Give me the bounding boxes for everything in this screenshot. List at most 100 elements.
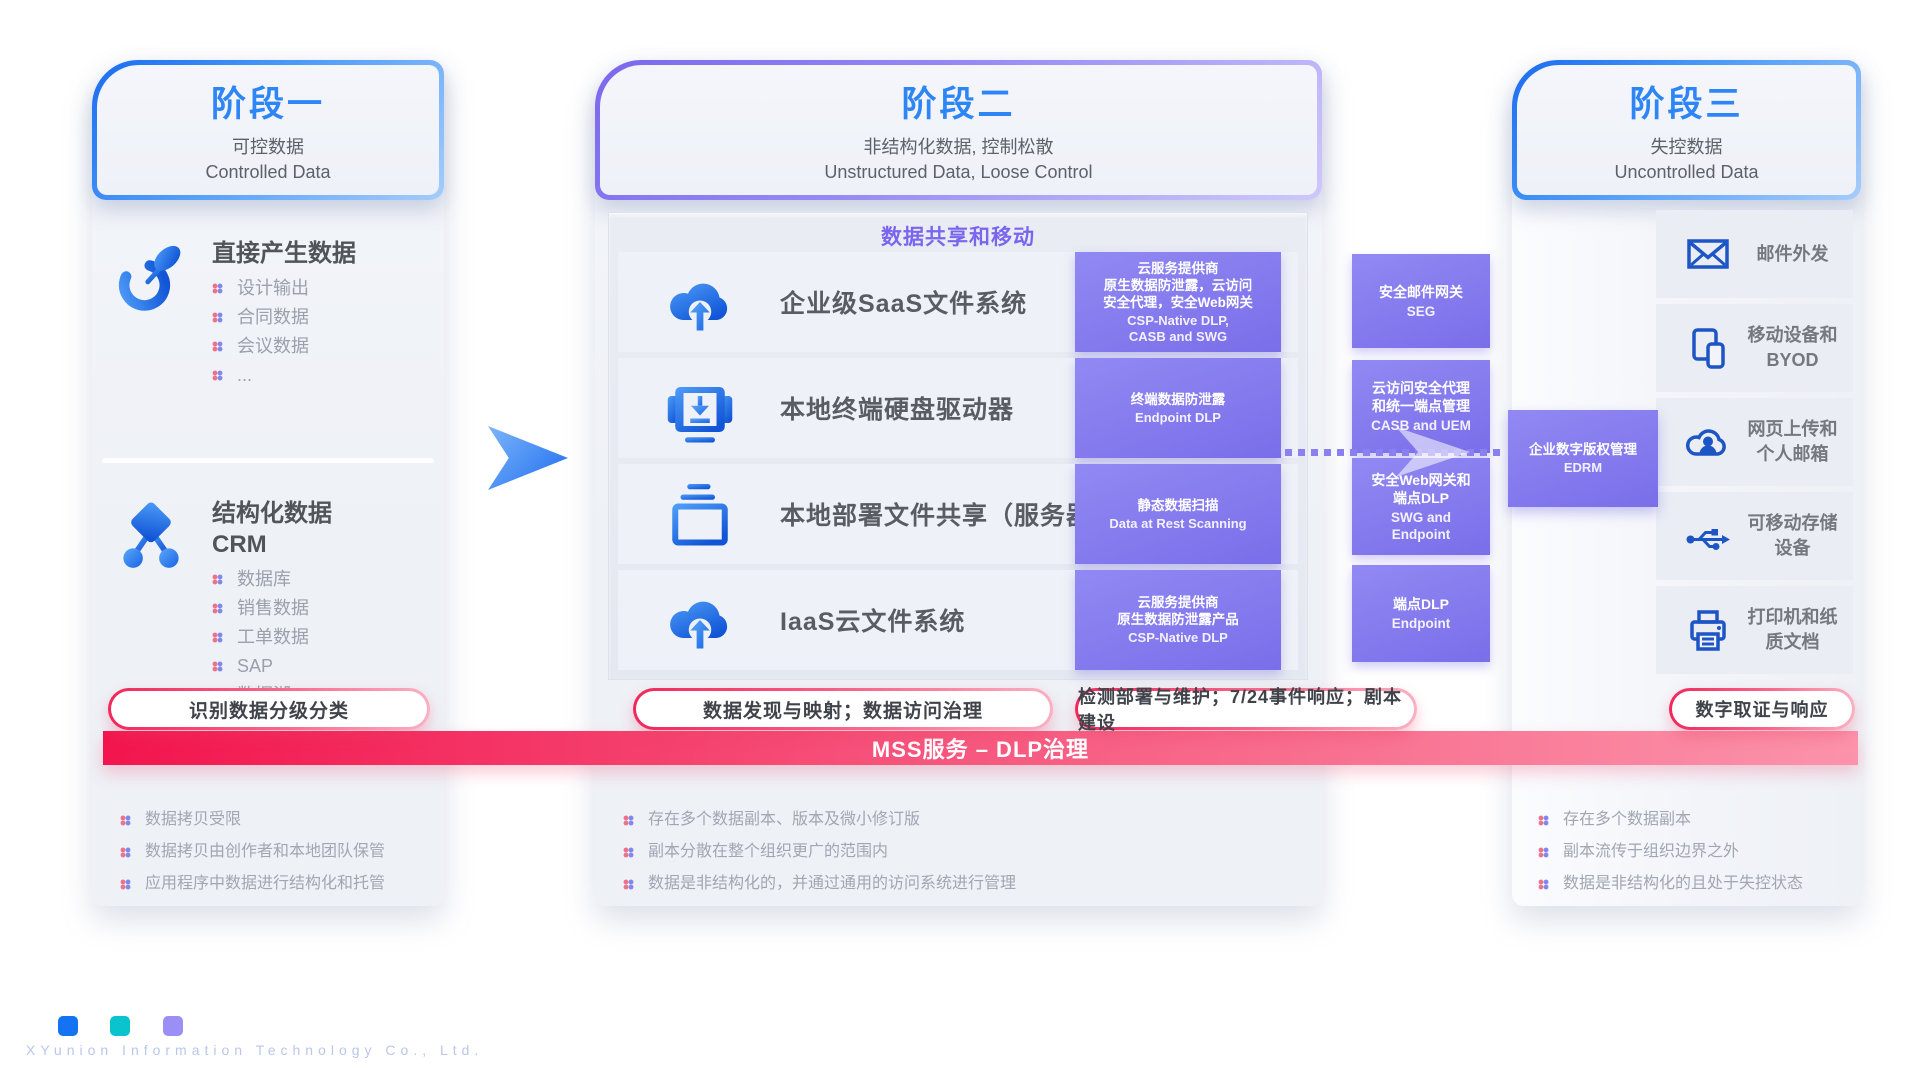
stage2-subtitle-zh: 非结构化数据, 控制松散 (863, 136, 1054, 157)
flower-bullet-icon (212, 312, 223, 323)
flower-bullet-icon (120, 878, 131, 890)
stage1-header: 阶段一 可控数据 Controlled Data (92, 60, 444, 200)
dotted-flow-arrow (1285, 449, 1506, 456)
tile-mobile-byod: 移动设备和 BYOD (1656, 304, 1853, 392)
stage3-subtitle-en: Uncontrolled Data (1614, 161, 1759, 182)
stage3-subtitle-zh: 失控数据 (1650, 136, 1723, 157)
flower-bullet-icon (212, 283, 223, 294)
mss-service-banner: MSS服务 – DLP治理 (103, 731, 1858, 765)
stage3-header: 阶段三 失控数据 Uncontrolled Data (1512, 60, 1861, 200)
note-label: 数据是非结构化的且处于失控状态 (1563, 875, 1804, 892)
cloud-upload-icon (670, 601, 728, 649)
swg-endpoint-box: 安全Web网关和 端点DLP SWG and Endpoint (1352, 458, 1490, 555)
stage1-notes: 数据拷贝受限 数据拷贝由创作者和本地团队保管 应用程序中数据进行结构化和托管 (120, 808, 385, 904)
tag-zh: 安全Web网关和 端点DLP (1371, 471, 1471, 506)
section-heading: 结构化数据 CRM (212, 500, 332, 558)
flower-bullet-icon (212, 632, 223, 643)
tile-web-upload-personal-mail: 网页上传和 个人邮箱 (1656, 398, 1853, 486)
flower-bullet-icon (212, 341, 223, 352)
tag-zh: 云服务提供商 原生数据防泄露产品 (1117, 595, 1239, 627)
flower-bullet-icon (623, 878, 634, 890)
tag-zh: 云访问安全代理 和统一端点管理 (1372, 380, 1470, 414)
logo-square-purple (163, 1016, 183, 1036)
flower-bullet-icon (1538, 814, 1549, 826)
list-item-label: 设计输出 (237, 278, 309, 298)
row-label: 本地部署文件共享（服务器） (780, 502, 1119, 530)
note-label: 存在多个数据副本 (1563, 811, 1692, 828)
stage1-panel: 阶段一 可控数据 Controlled Data 直接产生数据 设计输出 合同数… (92, 60, 444, 906)
stage2-subtitle-en: Unstructured Data, Loose Control (824, 161, 1093, 182)
list-item-label: 工单数据 (237, 627, 309, 647)
tag-zh: 终端数据防泄露 (1130, 391, 1226, 407)
flower-bullet-icon (120, 814, 131, 826)
tag-zh: 云服务提供商 原生数据防泄露，云访问 安全代理，安全Web网关 (1103, 260, 1253, 310)
list-item-label: 合同数据 (237, 307, 309, 327)
note-label: 数据是非结构化的，并通过通用的访问系统进行管理 (648, 875, 1017, 892)
mail-icon (1687, 239, 1729, 269)
printer-icon (1690, 610, 1726, 651)
pill-detect-respond: 检测部署与维护；7/24事件响应；剧本建设 (1075, 687, 1417, 733)
stage2-notes: 存在多个数据副本、版本及微小修订版 副本分散在整个组织更广的范围内 数据是非结构… (623, 808, 1016, 904)
row-onprem-file-share: 本地部署文件共享（服务器） 静态数据扫描 Data at Rest Scanni… (618, 464, 1298, 564)
list-item-label: SAP (237, 656, 274, 676)
tag-en: SWG and Endpoint (1391, 509, 1451, 542)
tile-label: 移动设备和 BYOD (1747, 325, 1838, 370)
hard-drive-icon (667, 387, 733, 443)
note-item: 副本分散在整个组织更广的范围内 (623, 840, 1016, 864)
row-saas-file-system: 企业级SaaS文件系统 云服务提供商 原生数据防泄露，云访问 安全代理，安全We… (618, 252, 1298, 352)
pill-discovery-mapping: 数据发现与映射；数据访问治理 (633, 688, 1053, 730)
note-item: 数据拷贝受限 (120, 808, 385, 832)
stage-transition-arrow-icon (488, 426, 568, 490)
file-share-icon (672, 484, 728, 546)
network-icon (123, 502, 179, 568)
stage1-subtitle-zh: 可控数据 (232, 136, 304, 157)
csp-dlp-tag: 云服务提供商 原生数据防泄露，云访问 安全代理，安全Web网关 CSP-Nati… (1075, 252, 1281, 352)
note-label: 存在多个数据副本、版本及微小修订版 (648, 811, 921, 828)
note-label: 数据拷贝由创作者和本地团队保管 (145, 843, 386, 860)
note-label: 副本分散在整个组织更广的范围内 (648, 843, 889, 860)
note-item: 数据是非结构化的且处于失控状态 (1538, 872, 1803, 896)
list-item: 数据库 (212, 568, 332, 591)
flower-bullet-icon (212, 661, 223, 672)
note-label: 应用程序中数据进行结构化和托管 (145, 875, 386, 892)
tag-en: CSP-Native DLP, CASB and SWG (1127, 312, 1229, 344)
stage2-panel: 阶段二 非结构化数据, 控制松散 Unstructured Data, Loos… (595, 60, 1322, 906)
tile-label: 网页上传和 个人邮箱 (1747, 419, 1838, 464)
stage2-header: 阶段二 非结构化数据, 控制松散 Unstructured Data, Loos… (595, 60, 1322, 200)
data-sharing-title: 数据共享和移动 (881, 226, 1035, 249)
row-label: 本地终端硬盘驱动器 (780, 396, 1015, 424)
stage1-title: 阶段一 (210, 84, 325, 124)
tag-en: SEG (1406, 303, 1436, 319)
flower-bullet-icon (623, 814, 634, 826)
tag-zh: 端点DLP (1393, 596, 1449, 612)
company-name: XYunion Information Technology Co., Ltd. (26, 1042, 484, 1058)
tile-label: 打印机和纸 质文档 (1747, 607, 1838, 652)
tag-en: Endpoint (1391, 616, 1451, 631)
tile-outgoing-mail: 邮件外发 (1656, 210, 1853, 298)
row-local-hard-drive: 本地终端硬盘驱动器 终端数据防泄露 Endpoint DLP (618, 358, 1298, 458)
stage2-title: 阶段二 (901, 84, 1016, 124)
data-sharing-container: 数据共享和移动 企业级SaaS文件系统 云服务提供商 原生数据防泄露，云访问 安… (608, 212, 1308, 680)
section-divider (102, 458, 434, 463)
list-item: 工单数据 (212, 626, 332, 649)
note-item: 应用程序中数据进行结构化和托管 (120, 872, 385, 896)
pill-identify-classification: 识别数据分级分类 (108, 688, 430, 730)
note-item: 数据拷贝由创作者和本地团队保管 (120, 840, 385, 864)
endpoint-dlp-tag: 终端数据防泄露 Endpoint DLP (1075, 358, 1281, 458)
edrm-box: 企业数字版权管理 EDRM (1508, 410, 1658, 507)
tile-printer-paper: 打印机和纸 质文档 (1656, 586, 1853, 674)
pill-label: 识别数据分级分类 (111, 691, 427, 727)
note-item: 数据是非结构化的，并通过通用的访问系统进行管理 (623, 872, 1016, 896)
stage3-title: 阶段三 (1629, 84, 1744, 124)
tile-removable-storage: 可移动存储 设备 (1656, 492, 1853, 580)
tag-en: Data at Rest Scanning (1109, 515, 1247, 531)
note-label: 副本流传于组织边界之外 (1563, 843, 1740, 860)
tag-en: Endpoint DLP (1135, 409, 1221, 425)
csp-dlp-product-tag: 云服务提供商 原生数据防泄露产品 CSP-Native DLP (1075, 570, 1281, 670)
pill-label: 数字取证与响应 (1672, 691, 1852, 727)
pill-label: 数据发现与映射；数据访问治理 (636, 691, 1050, 727)
row-label: IaaS云文件系统 (780, 608, 966, 636)
list-item-label: ... (237, 365, 253, 385)
list-item: 合同数据 (212, 306, 356, 329)
